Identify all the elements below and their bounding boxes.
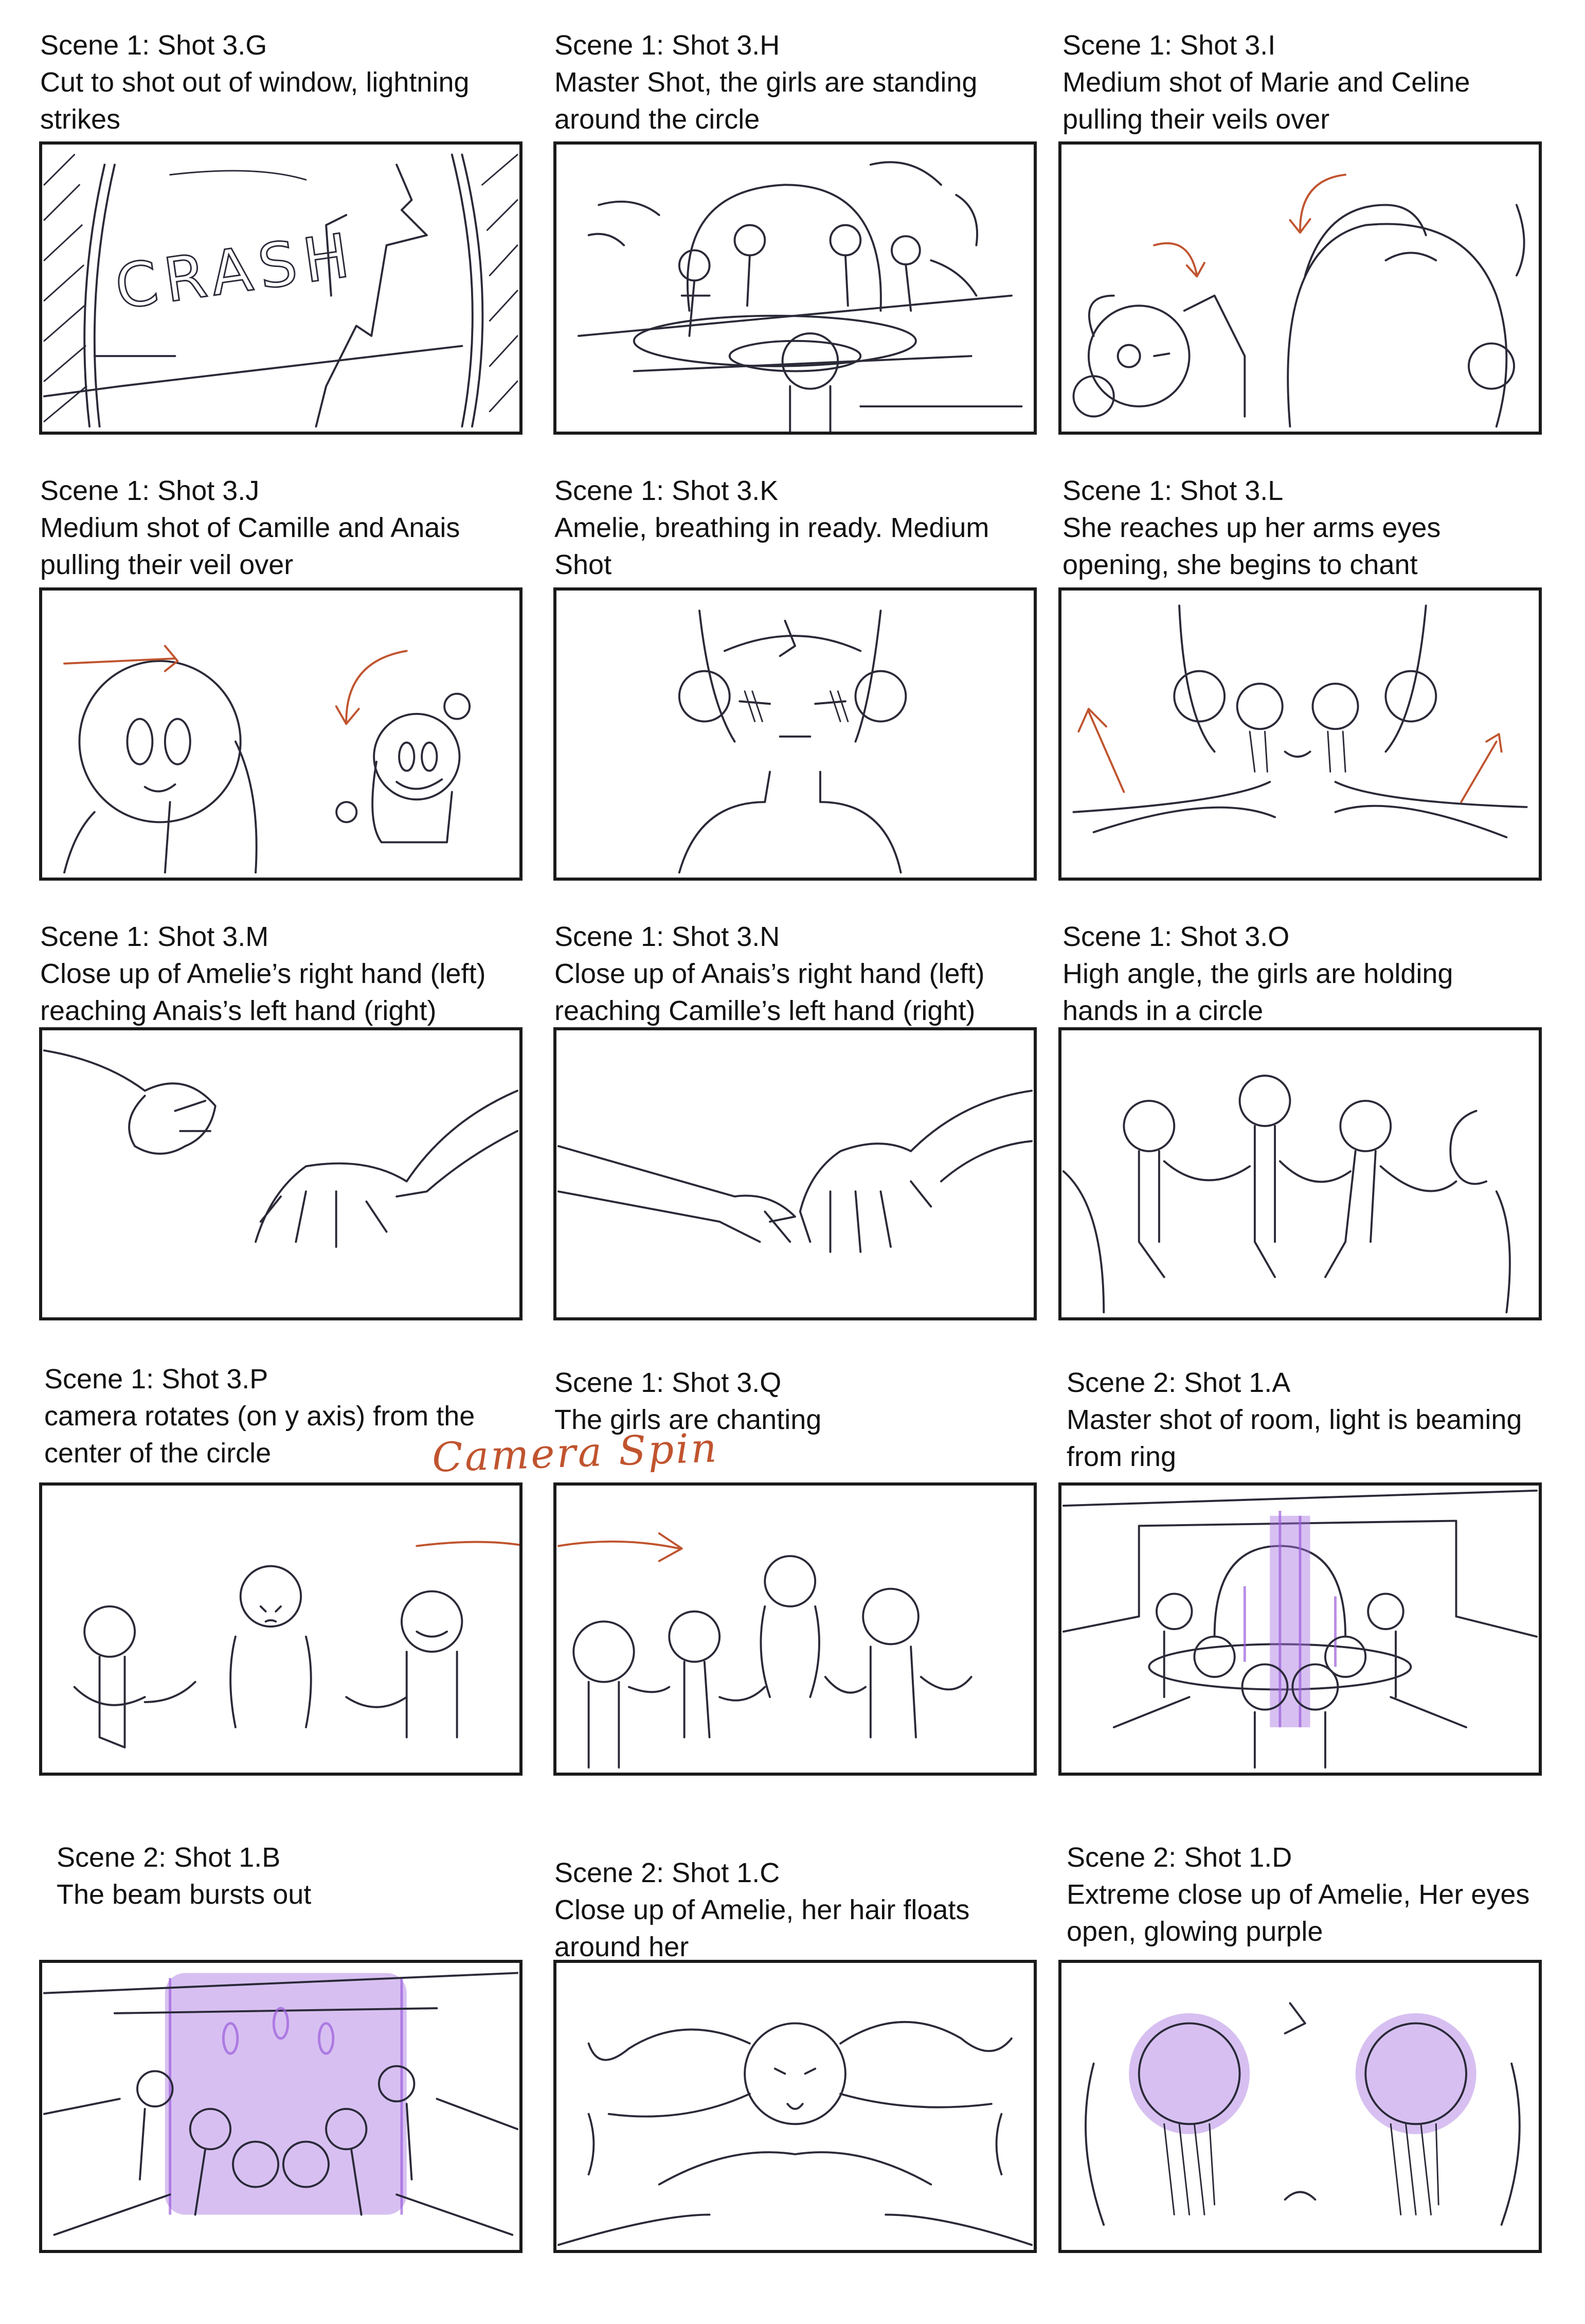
shot-title: Scene 2: Shot 1.B xyxy=(57,1842,281,1873)
panel-caption: Scene 2: Shot 1.C Close up of Amelie, he… xyxy=(554,1854,1028,1965)
shot-description: Master shot of room, light is beaming fr… xyxy=(1067,1404,1530,1472)
storyboard-frame xyxy=(39,587,523,881)
sketch-room-light-beam xyxy=(1062,1489,1538,1769)
shot-description: Medium shot of Marie and Celine pulling … xyxy=(1062,67,1478,135)
shot-title: Scene 1: Shot 3.G xyxy=(40,30,267,61)
storyboard-frame xyxy=(1058,587,1542,881)
panel-caption: Scene 1: Shot 3.I Medium shot of Marie a… xyxy=(1062,27,1536,138)
panel-caption: Scene 2: Shot 1.B The beam bursts out xyxy=(57,1839,530,1913)
panel-caption: Scene 1: Shot 3.G Cut to shot out of win… xyxy=(40,27,513,138)
sketch-master-circle xyxy=(578,161,1023,432)
shot-title: Scene 1: Shot 3.M xyxy=(40,921,269,952)
sketch-high-angle-circle xyxy=(1062,1075,1511,1314)
sketch-amelie-arms xyxy=(1072,604,1528,838)
shot-title: Scene 1: Shot 3.N xyxy=(554,921,780,952)
shot-title: Scene 1: Shot 3.K xyxy=(554,475,779,506)
panel-caption: Scene 1: Shot 3.P camera rotates (on y a… xyxy=(44,1361,517,1472)
sketch-hands-amelie-anais xyxy=(43,1049,519,1248)
storyboard-frame xyxy=(553,141,1037,435)
storyboard-frame xyxy=(553,587,1037,881)
shot-title: Scene 1: Shot 3.Q xyxy=(554,1367,782,1398)
sketch-amelie-hair-floats xyxy=(557,2021,1033,2246)
storyboard-frame xyxy=(1058,1960,1542,2253)
panel-caption: Scene 1: Shot 3.K Amelie, breathing in r… xyxy=(554,472,1028,583)
storyboard-frame xyxy=(1058,1482,1542,1776)
panel-caption: Scene 1: Shot 3.L She reaches up her arm… xyxy=(1062,472,1536,583)
crash-text: CRASH xyxy=(111,219,361,323)
shot-title: Scene 1: Shot 3.P xyxy=(44,1364,268,1395)
shot-description: Amelie, breathing in ready. Medium Shot xyxy=(554,512,997,580)
shot-description: She reaches up her arms eyes opening, sh… xyxy=(1062,512,1449,580)
storyboard-frame xyxy=(39,1960,523,2253)
shot-title: Scene 2: Shot 1.A xyxy=(1067,1367,1291,1398)
panel-caption: Scene 1: Shot 3.Q The girls are chanting xyxy=(554,1364,1028,1438)
shot-description: Close up of Amelie’s right hand (left) r… xyxy=(40,958,494,1026)
shot-description: Medium shot of Camille and Anais pulling… xyxy=(40,512,468,580)
shot-description: Close up of Amelie, her hair floats arou… xyxy=(554,1894,978,1962)
storyboard-frame xyxy=(39,1482,523,1776)
storyboard-frame xyxy=(553,1960,1037,2253)
panel-caption: Scene 1: Shot 3.N Close up of Anais’s ri… xyxy=(554,918,1028,1029)
panel-caption: Scene 2: Shot 1.A Master shot of room, l… xyxy=(1067,1364,1540,1475)
shot-description: The beam bursts out xyxy=(57,1879,312,1910)
storyboard-frame xyxy=(39,1027,523,1320)
shot-description: High angle, the girls are holding hands … xyxy=(1062,958,1461,1026)
panel-caption: Scene 1: Shot 3.M Close up of Amelie’s r… xyxy=(40,918,513,1029)
panel-caption: Scene 2: Shot 1.D Extreme close up of Am… xyxy=(1067,1839,1540,1950)
sketch-veils xyxy=(1072,173,1525,428)
shot-description: Cut to shot out of window, lightning str… xyxy=(40,67,477,135)
shot-title: Scene 1: Shot 3.O xyxy=(1062,921,1290,952)
shot-description: Close up of Anais’s right hand (left) re… xyxy=(554,958,993,1026)
panel-caption: Scene 1: Shot 3.O High angle, the girls … xyxy=(1062,918,1536,1029)
panel-caption: Scene 1: Shot 3.H Master Shot, the girls… xyxy=(554,27,1028,138)
sketch-camera-rotates xyxy=(73,1541,519,1749)
shot-title: Scene 2: Shot 1.D xyxy=(1067,1842,1292,1873)
storyboard-frame: CRASH xyxy=(39,141,523,435)
shot-title: Scene 1: Shot 3.H xyxy=(554,30,780,61)
sketch-hands-anais-camille xyxy=(557,1089,1033,1253)
storyboard-frame xyxy=(1058,141,1542,435)
shot-description: camera rotates (on y axis) from the cent… xyxy=(44,1401,483,1469)
sketch-camille-anais xyxy=(63,645,471,874)
shot-description: Extreme close up of Amelie, Her eyes ope… xyxy=(1067,1879,1538,1947)
shot-description: Master Shot, the girls are standing arou… xyxy=(554,67,985,135)
panel-caption: Scene 1: Shot 3.J Medium shot of Camille… xyxy=(40,472,513,583)
sketch-beam-bursts xyxy=(43,1972,519,2236)
shot-title: Scene 2: Shot 1.C xyxy=(554,1857,780,1888)
storyboard-frame xyxy=(1058,1027,1542,1320)
storyboard-frame xyxy=(553,1482,1037,1776)
sketch-girls-chanting xyxy=(557,1532,972,1769)
shot-title: Scene 1: Shot 3.J xyxy=(40,475,260,506)
shot-title: Scene 1: Shot 3.L xyxy=(1062,475,1284,506)
shot-description: The girls are chanting xyxy=(554,1404,822,1435)
sketch-glowing-eyes xyxy=(1085,2002,1521,2226)
storyboard-frame xyxy=(553,1027,1037,1320)
sketch-lightning-window: CRASH xyxy=(43,153,518,428)
shot-title: Scene 1: Shot 3.I xyxy=(1062,30,1276,61)
sketch-amelie-breathing xyxy=(678,610,907,874)
